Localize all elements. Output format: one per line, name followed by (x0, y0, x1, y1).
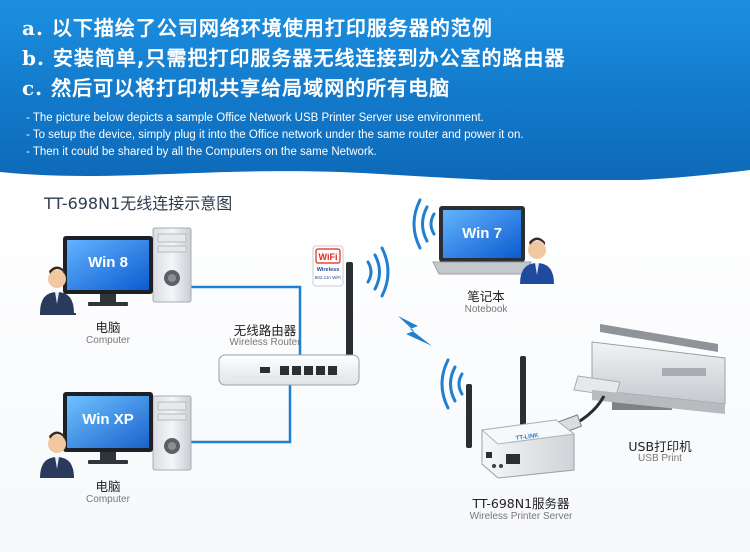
router-wifi-signal-icon (366, 246, 390, 298)
header-line-c: c. 然后可以将打印机共享给局域网的所有电脑 (22, 72, 450, 101)
tower-2 (152, 395, 192, 471)
user-avatar-2 (40, 431, 74, 478)
header-line-a: a. 以下描绘了公司网络环境使用打印服务器的范例 (22, 12, 493, 41)
computer2-label-en: Computer (86, 494, 130, 505)
router-label-cn: 无线路由器 (233, 323, 297, 338)
header-line-b: b. 安装简单,只需把打印服务器无线连接到办公室的路由器 (22, 42, 566, 71)
computer1-label-en: Computer (86, 335, 130, 346)
monitor-2 (63, 392, 153, 464)
server-wifi-signal-icon (440, 358, 464, 410)
header-line-b-prefix: b. (22, 46, 45, 70)
header-desc-3: - Then it could be shared by all the Com… (26, 146, 377, 158)
computer2-label-cn: 电脑 (95, 479, 121, 494)
wireless-link-icon (398, 316, 432, 346)
computer1-screen-label: Win 8 (88, 254, 128, 271)
header-line-a-text: 以下描绘了公司网络环境使用打印服务器的范例 (51, 16, 493, 40)
notebook-wifi-signal-icon (412, 198, 436, 250)
header-desc-2: - To setup the device, simply plug it in… (26, 129, 524, 141)
server-label-en: Wireless Printer Server (469, 511, 573, 522)
tower-1 (152, 227, 192, 303)
wifi-badge: WiFi Wireless 802.11n WiFi (312, 245, 344, 287)
server-label-cn: TT-698N1服务器 (472, 496, 570, 511)
header-line-a-prefix: a. (22, 16, 44, 40)
usb-printer (573, 324, 726, 414)
wireless-router (218, 262, 360, 386)
computer-1 (40, 227, 192, 315)
printer-label-en: USB Print (638, 453, 682, 464)
header-line-c-text: 然后可以将打印机共享给局域网的所有电脑 (51, 76, 451, 100)
cable-computer2-router (190, 376, 292, 444)
computer1-label-cn: 电脑 (95, 320, 121, 335)
monitor-1 (63, 236, 153, 306)
router-ports (280, 366, 337, 375)
header-line-c-prefix: c. (22, 76, 44, 100)
user-avatar-1 (40, 266, 74, 313)
user-avatar-3 (520, 237, 554, 284)
server-brand: TT-LINK (515, 433, 539, 442)
header-line-b-text: 安装简单,只需把打印服务器无线连接到办公室的路由器 (52, 46, 566, 70)
router-label-en: Wireless Router (229, 337, 301, 348)
diagram-title: TT-698N1无线连接示意图 (44, 194, 233, 213)
notebook-screen-label: Win 7 (462, 225, 502, 242)
wifi-badge-line1: Wireless (317, 267, 340, 273)
cable-computer1-router (190, 285, 302, 376)
ethernet-cables (190, 285, 302, 444)
notebook (432, 206, 554, 284)
computer-2 (40, 392, 192, 478)
print-server: TT-LINK (466, 356, 576, 479)
printer-label-cn: USB打印机 (628, 439, 692, 454)
notebook-label-cn: 笔记本 (467, 289, 505, 304)
computer2-screen-label: Win XP (82, 411, 134, 428)
wifi-badge-line2: 802.11n WiFi (315, 275, 341, 280)
wifi-badge-logo: WiFi (319, 252, 338, 262)
notebook-label-en: Notebook (464, 304, 508, 315)
header-desc-1: - The picture below depicts a sample Off… (26, 112, 484, 124)
